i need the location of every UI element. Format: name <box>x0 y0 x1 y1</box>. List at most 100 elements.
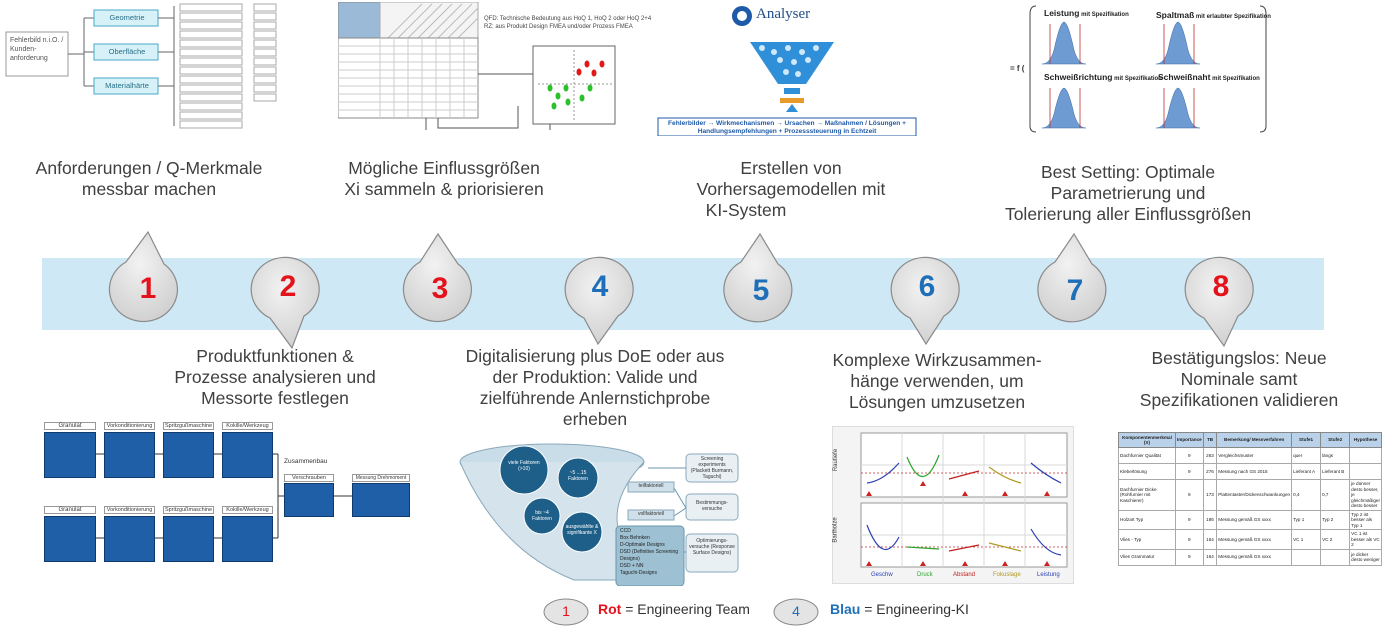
table-cell: Lieferant B <box>1320 463 1351 480</box>
table-cell: 0,4 <box>1291 479 1322 511</box>
table-cell: Typ 2 ist besser als Typ 1 <box>1349 509 1382 530</box>
legend-blue-entry: Blau = Engineering-KI <box>830 601 969 617</box>
table-cell <box>1349 447 1382 464</box>
doe-design-item-5: DSD + NN <box>620 563 644 569</box>
table-row: Dachfurnier Dicke (Rohfurnier mit Kaschi… <box>1118 479 1382 511</box>
flow-screwing-box <box>284 483 334 517</box>
thumbnail-doe-funnel: viele Faktoren (>10) ~5 ...15 Faktoren b… <box>458 440 740 587</box>
doe-design-item-3: D-Optimale Designs <box>620 542 665 548</box>
histogram-brackets <box>1029 5 1267 133</box>
table-cell: Vlies - Typ <box>1118 529 1176 550</box>
th-importance: Importance <box>1174 432 1204 448</box>
effect-plot-xlabel-1: Geschw <box>871 572 893 578</box>
histogram-title-schweissrichtung: Schweißrichtung mit Spezifikation <box>1044 72 1162 82</box>
tree-branch-oberflaeche: Oberfläche <box>108 47 146 56</box>
function-prefix: = f ( <box>1010 64 1025 73</box>
caption-step-6-line1: Komplexe Wirkzusammen- <box>832 350 1042 370</box>
histogram-title-spaltmass-suffix: mit erlaubter Spezifikation <box>1194 14 1271 20</box>
doe-funnel-label-4: ausgewählte & signifikante X <box>565 524 599 536</box>
tree-branch-materialhaerte: Materialhärte <box>105 81 149 90</box>
caption-step-4-line1: Digitalisierung plus DoE oder aus <box>465 346 725 366</box>
callout-step-8 <box>1184 256 1254 348</box>
caption-step-4-line4: erheben <box>562 409 628 429</box>
caption-step-6: Komplexe Wirkzusammen- hänge verwenden, … <box>802 350 1072 413</box>
callout-step-6 <box>890 256 960 346</box>
flow-row1-spritz-label: Spritzgußmaschine <box>163 422 214 430</box>
doe-tag-teilfaktoriell: teilfaktoriell <box>638 483 664 489</box>
effect-plot-xlabel-4: Fokuslage <box>993 572 1021 578</box>
histogram-title-leistung-name: Leistung <box>1044 8 1080 18</box>
step-number-5: 5 <box>752 274 770 307</box>
flow-row2-granulat-label: Granulat <box>44 506 96 514</box>
caption-step-5-line3: KI-System <box>705 200 787 220</box>
th-hypothese: Hypothese <box>1349 432 1382 448</box>
effect-plot-xlabel-3: Abstand <box>953 572 976 578</box>
table-cell: VC 1 ist besser als VC 2 <box>1349 529 1382 550</box>
flow-row1-box-4 <box>222 432 273 478</box>
table-cell: je dünner desto besser, je gleichmäßiger… <box>1349 479 1382 511</box>
histogram-title-schweissnaht-name: Schweißnaht <box>1158 72 1211 82</box>
histogram-title-schweissnaht-suffix: mit Spezifikation <box>1210 76 1260 82</box>
caption-step-8: Bestätigungslos: Neue Nominale samt Spez… <box>1104 348 1374 411</box>
doe-box-optimierung: Optimierungs-versuche (Response Surface … <box>689 538 735 556</box>
table-cell: 173 <box>1202 479 1218 511</box>
caption-step-3-line1: Mögliche Einflussgrößen <box>348 158 540 178</box>
table-row: Kleberlösung 9 276 Messung nach GS 2015 … <box>1118 463 1382 480</box>
table-cell <box>1320 548 1351 566</box>
effect-plot-ylabel-top: Rautiefe <box>833 448 840 472</box>
doe-funnel-graphic <box>459 443 739 587</box>
table-cell: 186 <box>1202 509 1218 530</box>
thumbnail-requirements-tree: Fehlerbild n.i.O. / Kunden-anforderung G… <box>4 2 294 130</box>
flow-row2-spritz-label: Spritzgußmaschine <box>163 506 214 514</box>
table-cell: 276 <box>1202 463 1218 480</box>
table-cell: Typ 2 <box>1320 509 1351 530</box>
table-cell: Messung gemäß GS xxxx <box>1216 529 1293 550</box>
callout-step-3 <box>402 232 472 323</box>
legend-blue-text: = Engineering-KI <box>860 601 969 617</box>
legend-red-text: = Engineering Team <box>621 601 750 617</box>
table-cell: 9 <box>1174 447 1204 464</box>
th-komponente: Komponentenmerkmal (X) <box>1118 432 1176 448</box>
table-cell <box>1349 463 1382 480</box>
caption-step-8-line3: Spezifikationen validieren <box>1139 390 1339 410</box>
table-cell: Messung nach GS 2015 <box>1216 463 1293 480</box>
table-cell: VC 2 <box>1320 529 1351 550</box>
callout-step-5 <box>723 232 793 323</box>
caption-step-3-line2: Xi sammeln & priorisieren <box>344 179 544 199</box>
caption-step-8-line2: Nominale samt <box>1180 369 1298 389</box>
caption-step-1-line1: Anforderungen / Q-Merkmale <box>35 158 263 178</box>
analyser-funnel-text-line2: Handlungsempfehlungen + Prozesssteuerung… <box>697 128 877 135</box>
effect-plot-ylabel-bottom: Bartholze <box>832 517 839 543</box>
doe-design-item-4: DSD (Definitive Screening Designs) <box>620 549 679 562</box>
caption-step-1-line2: messbar machen <box>81 179 217 199</box>
table-cell: 164 <box>1202 548 1218 566</box>
analyser-funnel-graphic <box>657 6 917 137</box>
caption-step-7: Best Setting: Optimale Parametrierung un… <box>968 162 1288 225</box>
histogram-title-leistung-suffix: mit Spezifikation <box>1079 12 1129 18</box>
table-cell: VC 1 <box>1291 529 1322 550</box>
caption-step-7-line3: Tolerierung aller Einflussgrößen <box>1004 204 1252 224</box>
legend-red-bubble <box>543 598 589 626</box>
table-cell: Messung gemäß GS xxxx <box>1216 509 1293 530</box>
caption-step-7-line1: Best Setting: Optimale <box>1040 162 1216 182</box>
table-cell: Dachfurnier Dicke (Rohfurnier mit Kaschi… <box>1118 479 1176 511</box>
table-cell: 9 <box>1174 463 1204 480</box>
caption-step-3: Mögliche Einflussgrößen Xi sammeln & pri… <box>324 158 564 200</box>
flow-row2-box-1 <box>44 516 96 562</box>
effect-plot-xlabel-2: Druck <box>917 572 933 578</box>
caption-step-8-line1: Bestätigungslos: Neue <box>1151 348 1327 368</box>
table-cell: Holzart Typ <box>1118 509 1176 530</box>
doe-tag-vollfaktoriell: vollfaktoriell <box>637 511 665 517</box>
table-row: Holzart Typ 9 186 Messung gemäß GS xxxx … <box>1118 509 1382 530</box>
flow-assembly-label: Zusammenbau <box>284 458 328 465</box>
doe-design-item-2: Box Behnken <box>620 535 650 541</box>
flow-row2-box-2 <box>104 516 155 562</box>
table-cell: je dicker desto weniger <box>1349 548 1382 566</box>
qfd-caption-line1: QFD: Technische Bedeutung aus HoQ 1, HoQ… <box>484 16 652 22</box>
caption-step-2-line2: Prozesse analysieren und <box>174 367 376 387</box>
table-row: Vlies - Typ 9 164 Messung gemäß GS xxxx … <box>1118 529 1382 550</box>
histogram-title-schweissnaht: Schweißnaht mit Spezifikation <box>1158 72 1260 82</box>
table-cell: 9 <box>1174 509 1204 530</box>
caption-step-2: Produktfunktionen & Prozesse analysieren… <box>140 346 410 409</box>
legend-red-entry: Rot = Engineering Team <box>598 601 750 617</box>
